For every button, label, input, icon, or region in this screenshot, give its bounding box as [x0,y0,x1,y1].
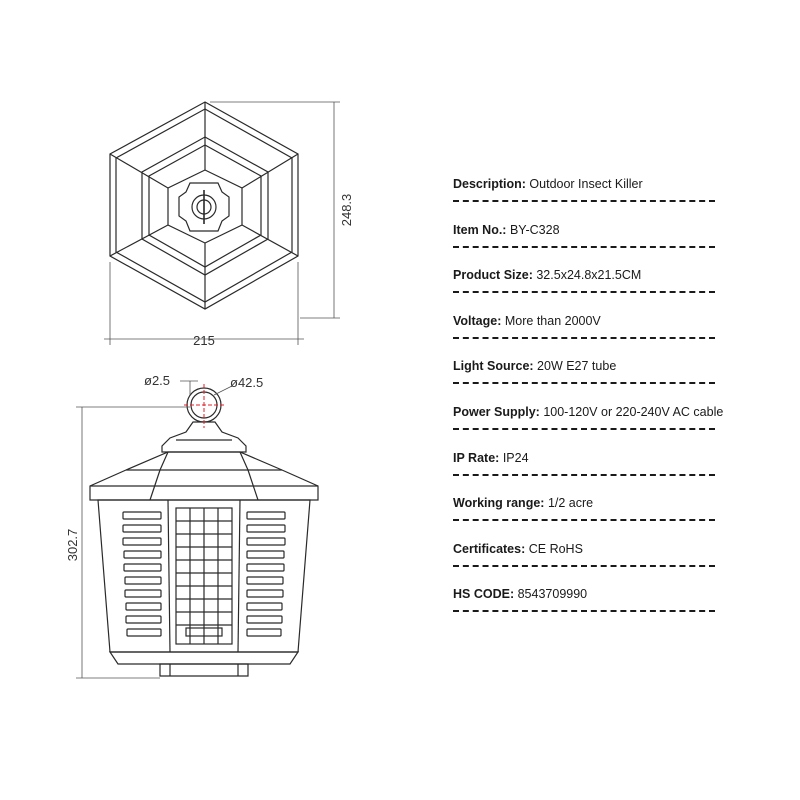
spec-label: IP Rate: [453,450,500,465]
spec-row-product-size: Product Size: 32.5x24.8x21.5CM [453,251,723,297]
spec-list: Description: Outdoor Insect Killer Item … [453,160,723,616]
spec-value: Outdoor Insect Killer [529,177,643,191]
center-grid [175,507,233,645]
spec-row-light-source: Light Source: 20W E27 tube [453,342,723,388]
spec-value: BY-C328 [509,222,560,237]
spec-value: 8543709990 [517,587,588,602]
dashed-divider [453,610,715,613]
dim-top-height: 248.3 [339,194,354,227]
dim-hook-ring: ø42.5 [230,375,263,390]
spec-row-item-no: Item No.: BY-C328 [453,206,723,252]
spec-label: Working range: [453,496,545,511]
spec-label: Item No.: [453,222,507,237]
dashed-divider [453,564,715,567]
roof [89,451,319,501]
dashed-divider [453,519,715,522]
top-view-dimensions [104,101,340,345]
dashed-divider [453,336,715,339]
front-view-dimensions [76,406,190,679]
spec-value: 20W E27 tube [537,359,617,374]
spec-label: HS CODE: [453,587,515,602]
spec-value: 100-120V or 220-240V AC cable [543,404,724,419]
hub-gear [178,182,230,232]
dashed-divider [453,200,715,202]
dim-hook-wire: ø2.5 [144,373,170,388]
dashed-divider [453,291,715,294]
dashed-divider [453,427,715,430]
right-panel-slots [246,511,286,637]
spec-label: Light Source: [453,359,534,374]
spec-value: CE RoHS [528,541,583,556]
front-view [89,387,319,677]
spec-value: 1/2 acre [547,496,594,511]
spec-value: 32.5x24.8x21.5CM [536,268,642,283]
lantern-base [108,651,300,665]
spec-label: Power Supply: [453,404,540,419]
dim-top-width: 215 [193,333,215,348]
top-cap [161,421,247,453]
spec-label: Certificates: [453,541,526,556]
dashed-divider [453,382,715,385]
spec-row-working-range: Working range: 1/2 acre [453,479,723,525]
spec-row-certificates: Certificates: CE RoHS [453,525,723,571]
left-panel-slots [122,511,162,637]
spec-row-power-supply: Power Supply: 100-120V or 220-240V AC ca… [453,388,723,434]
dashed-divider [453,245,715,248]
spec-label: Description: [453,177,526,191]
spec-value: IP24 [502,450,529,465]
hook-centerlines [184,384,224,428]
dashed-divider [453,473,715,476]
top-view [109,101,299,310]
spec-value: More than 2000V [504,313,601,328]
spec-row-hs-code: HS CODE: 8543709990 [453,570,723,616]
spec-row-description: Description: Outdoor Insect Killer [453,160,723,206]
spec-label: Product Size: [453,268,533,283]
dim-front-height: 302.7 [65,529,80,562]
hook-dimensions [180,380,233,396]
spec-row-voltage: Voltage: More than 2000V [453,297,723,343]
spec-row-ip-rate: IP Rate: IP24 [453,434,723,480]
spec-label: Voltage: [453,313,502,328]
